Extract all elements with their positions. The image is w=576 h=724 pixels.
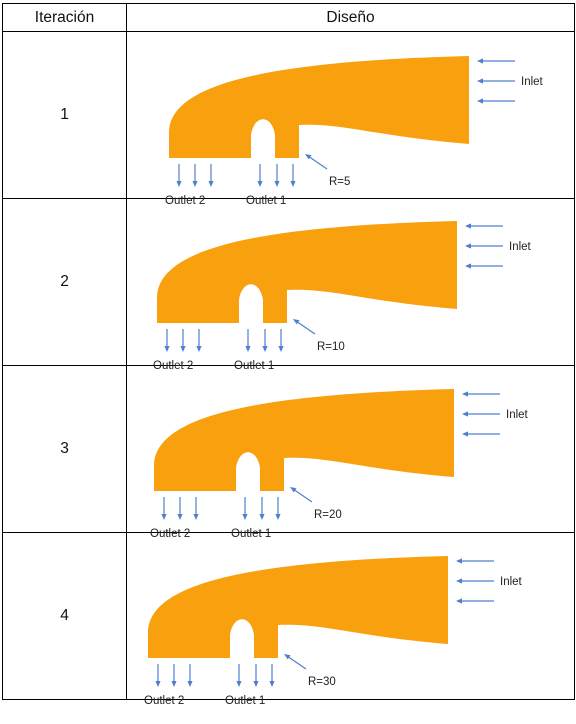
outlet-arrowhead (245, 346, 251, 352)
radius-pointer-head (284, 654, 291, 660)
outlet-arrowhead (275, 514, 281, 520)
outlet-arrowhead (257, 181, 263, 187)
iteration-number: 2 (2, 198, 127, 366)
outlet-arrowhead (192, 181, 198, 187)
manifold-body (154, 389, 454, 491)
outlet-arrowhead (278, 346, 284, 352)
outlet-arrowhead (164, 346, 170, 352)
inlet-arrowhead (477, 58, 483, 64)
outlet-arrowhead (259, 514, 265, 520)
manifold-body (157, 221, 457, 323)
outlet-arrowhead (193, 514, 199, 520)
outlet-arrowhead (176, 181, 182, 187)
outlet-arrowhead (290, 181, 296, 187)
iteration-number: 4 (2, 532, 127, 700)
inlet-arrowhead (462, 391, 468, 397)
outlet1-label: Outlet 1 (225, 695, 265, 707)
inlet-arrowhead (465, 263, 471, 269)
radius-label: R=30 (308, 676, 336, 688)
inlet-label: Inlet (509, 241, 532, 253)
inlet-label: Inlet (521, 76, 544, 88)
inlet-arrowhead (462, 411, 468, 417)
inlet-arrowhead (462, 431, 468, 437)
radius-label: R=5 (329, 176, 350, 188)
outlet-arrowhead (155, 681, 161, 687)
manifold-body (169, 56, 469, 158)
radius-pointer (307, 155, 328, 170)
outlet-arrowhead (236, 681, 242, 687)
outlet2-label: Outlet 2 (144, 695, 184, 707)
manifold-body (148, 556, 448, 658)
header-row: Iteración Diseño (2, 3, 575, 32)
radius-pointer (295, 320, 316, 335)
outlet-arrowhead (196, 346, 202, 352)
outlet-arrowhead (187, 681, 193, 687)
radius-label: R=10 (317, 341, 345, 353)
outlet-arrowhead (253, 681, 259, 687)
inlet-arrowhead (456, 558, 462, 564)
inlet-label: Inlet (500, 576, 523, 588)
outlet-arrowhead (269, 681, 275, 687)
header-iteration: Iteración (2, 3, 127, 32)
radius-pointer-head (305, 154, 312, 160)
inlet-arrowhead (465, 223, 471, 229)
radius-pointer (292, 488, 313, 503)
radius-pointer (286, 655, 307, 670)
radius-pointer-head (293, 319, 300, 325)
iteration-number: 1 (2, 31, 127, 199)
iteration-number: 3 (2, 365, 127, 533)
inlet-arrowhead (465, 243, 471, 249)
inlet-label: Inlet (506, 409, 529, 421)
outlet-arrowhead (171, 681, 177, 687)
radius-pointer-head (290, 487, 297, 493)
inlet-arrowhead (477, 78, 483, 84)
outlet-arrowhead (242, 514, 248, 520)
outlet-arrowhead (208, 181, 214, 187)
header-design: Diseño (126, 3, 575, 32)
inlet-arrowhead (477, 98, 483, 104)
outlet-arrowhead (161, 514, 167, 520)
outlet-arrowhead (262, 346, 268, 352)
outlet-arrowhead (180, 346, 186, 352)
radius-label: R=20 (314, 509, 342, 521)
inlet-arrowhead (456, 578, 462, 584)
outlet-arrowhead (274, 181, 280, 187)
outlet-arrowhead (177, 514, 183, 520)
inlet-arrowhead (456, 598, 462, 604)
